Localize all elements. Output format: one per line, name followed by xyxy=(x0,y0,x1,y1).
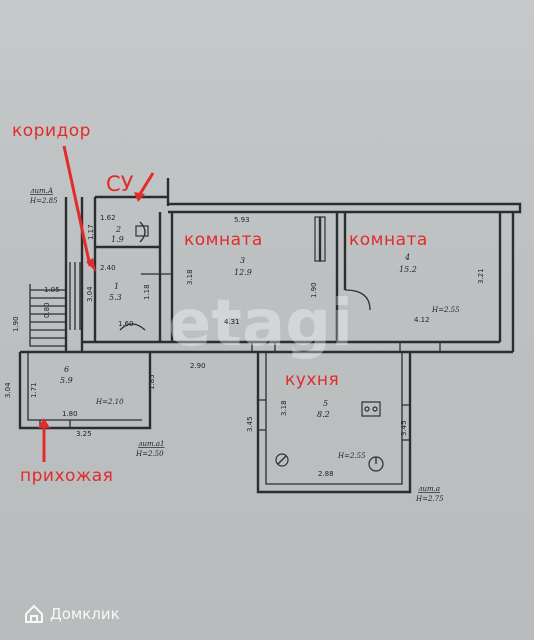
wall-top-rooms xyxy=(168,202,522,214)
steps-outline xyxy=(29,284,66,347)
dim-label: 3.45 xyxy=(246,416,254,432)
walls-kitchen xyxy=(256,352,412,494)
dim-label: 1.18 xyxy=(143,284,151,300)
room-area: 5.9 xyxy=(60,376,73,385)
note-height: H=2.50 xyxy=(135,450,164,458)
boiler-circle xyxy=(275,453,289,467)
dim-label: 1.17 xyxy=(87,224,95,240)
room-labels: коридор СУ комната комната кухня прихожа… xyxy=(12,121,428,486)
dim-label: 1.90 xyxy=(310,282,318,298)
note-height: H=2.85 xyxy=(29,197,58,205)
window-room4 xyxy=(399,342,441,352)
house-icon xyxy=(25,604,43,623)
note-height: H=2.55 xyxy=(431,306,460,314)
boiler-line xyxy=(277,455,287,465)
room-number: 1 xyxy=(114,282,119,291)
openings xyxy=(39,216,441,472)
dim-label: 4.12 xyxy=(414,316,430,324)
steps-corridor xyxy=(69,262,81,330)
arrow-corridor xyxy=(62,145,92,267)
stove-burner xyxy=(364,406,370,412)
door-swing-corridor xyxy=(119,323,146,331)
door-swing-wc xyxy=(139,221,146,243)
domclick-logo: Домклик xyxy=(24,604,120,624)
wall-kitchen-inner xyxy=(265,352,403,485)
dim-label: 1.71 xyxy=(30,382,38,398)
dimension-labels: 1.62 1.17 5.93 2.40 3.18 3.04 1.18 1.60 … xyxy=(4,214,485,478)
door-room3 xyxy=(251,342,276,352)
wall-hallway-inner xyxy=(27,352,142,421)
dim-label: 1.90 xyxy=(12,316,20,332)
stove-box xyxy=(361,401,381,417)
label-corridor: коридор xyxy=(12,121,91,141)
room-area: 8.2 xyxy=(317,410,330,419)
window-kitchen-left xyxy=(258,399,266,431)
note-height: H=2.55 xyxy=(337,452,366,460)
entry-steps xyxy=(29,262,81,347)
dim-label: 5.93 xyxy=(234,216,250,224)
room-number: 2 xyxy=(115,225,121,234)
label-wc: СУ xyxy=(106,172,134,196)
dim-label: 1.60 xyxy=(118,320,134,328)
dim-label: 3.18 xyxy=(280,400,288,416)
label-room1: комната xyxy=(184,230,263,250)
dim-label: 2.88 xyxy=(318,470,334,478)
note-height: H=2.10 xyxy=(95,398,124,406)
door-swing-room4 xyxy=(344,289,371,311)
arrow-hallway-head xyxy=(38,418,50,428)
dim-label: 4.31 xyxy=(224,318,240,326)
window-kitchen-right xyxy=(402,404,410,441)
room-area: 5.3 xyxy=(109,293,122,302)
room-area: 1.9 xyxy=(111,235,124,244)
dim-label: 1.80 xyxy=(62,410,78,418)
label-kitchen: кухня xyxy=(285,370,339,390)
stove-burner xyxy=(372,406,378,412)
steps-lines xyxy=(30,289,66,339)
room-numbers: 2 1.9 1 5.3 3 12.9 4 15.2 5 8.2 6 5.9 xyxy=(60,225,417,419)
height-notes: лит.А H=2.85 лит.а1 H=2.50 лит.а H=2.75 … xyxy=(29,187,460,503)
label-room2: комната xyxy=(349,230,428,250)
label-hallway: прихожая xyxy=(20,466,113,486)
arrow-corridor-head xyxy=(86,258,96,272)
walls-hallway xyxy=(18,352,152,430)
note-lit-a1: лит.а1 xyxy=(138,440,164,448)
dim-label: 3.18 xyxy=(186,269,194,285)
room-number: 5 xyxy=(323,399,328,408)
dim-label: 3.04 xyxy=(4,382,12,398)
dim-label: 3.45 xyxy=(400,420,408,436)
dim-label: 1.05 xyxy=(44,286,60,294)
watermark: etagi xyxy=(168,287,353,361)
dim-label: 0.80 xyxy=(43,302,51,318)
room-number: 4 xyxy=(404,253,410,262)
wc-fixture xyxy=(135,225,149,237)
dim-label: 1.62 xyxy=(100,214,116,222)
arrow-wc xyxy=(138,172,155,195)
logo-text: Домклик xyxy=(50,605,120,623)
dim-label: 3.25 xyxy=(76,430,92,438)
dim-label: 1.85 xyxy=(148,374,156,390)
note-height: H=2.75 xyxy=(415,495,444,503)
room-number: 6 xyxy=(64,365,69,374)
dim-label: 3.04 xyxy=(86,286,94,302)
wall-hallway-outline xyxy=(18,352,152,430)
dim-label: 2.40 xyxy=(100,264,116,272)
note-lit-a2: лит.а xyxy=(418,485,440,493)
wall-kitchen-outline xyxy=(256,352,412,494)
room-area: 12.9 xyxy=(234,268,252,277)
room-number: 3 xyxy=(240,256,245,265)
dim-label: 3.21 xyxy=(477,268,485,284)
room-area: 15.2 xyxy=(399,265,417,274)
walls-main-block xyxy=(20,178,522,354)
note-lit-a: лит.А xyxy=(30,187,53,195)
arrow-wc-head xyxy=(134,192,145,202)
dim-label: 2.90 xyxy=(190,362,206,370)
pointer-arrows xyxy=(38,145,155,462)
